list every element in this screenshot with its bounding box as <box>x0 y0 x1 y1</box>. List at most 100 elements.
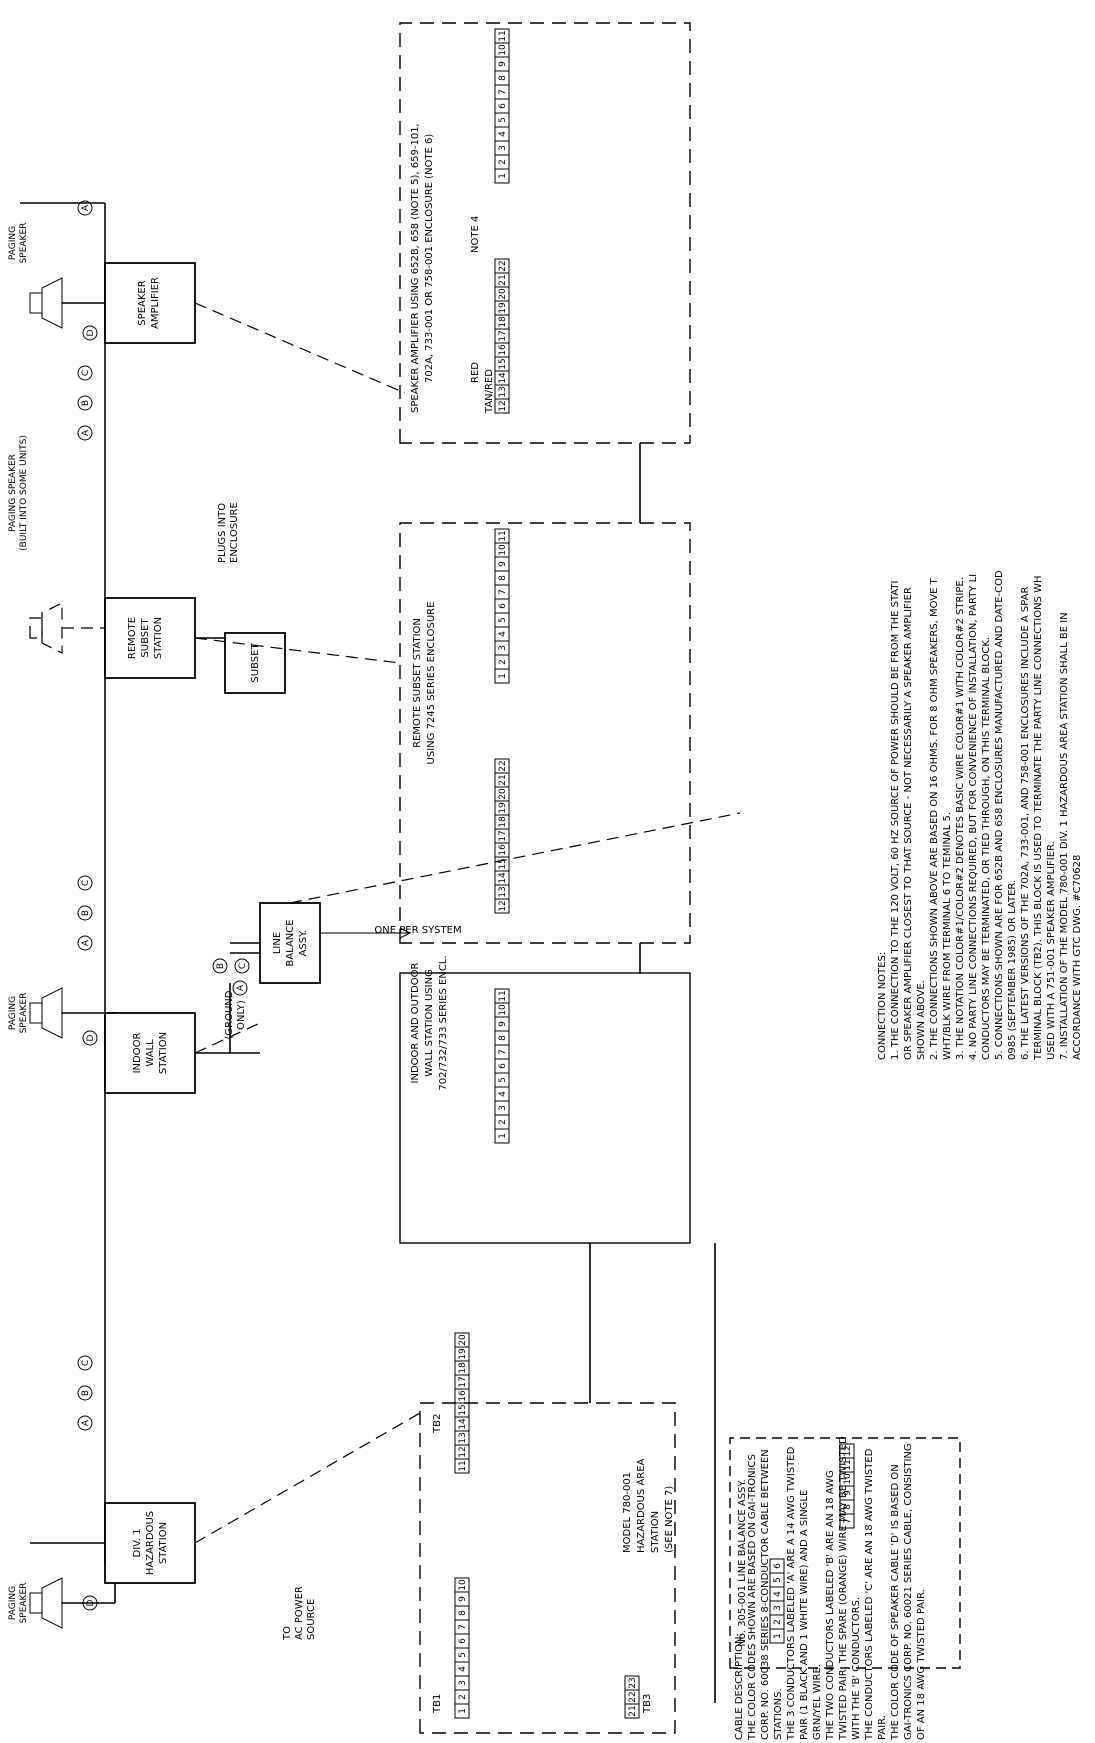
svg-text:PAGING: PAGING <box>8 1586 18 1620</box>
svg-text:AC POWER: AC POWER <box>294 1586 305 1640</box>
svg-text:HAZARDOUS AREA: HAZARDOUS AREA <box>636 1458 647 1553</box>
terminal-number: 18 <box>458 1362 468 1374</box>
svg-text:A: A <box>236 984 246 991</box>
svg-text:THE 3 CONDUCTORS LABELED 'A' A: THE 3 CONDUCTORS LABELED 'A' ARE A 14 AW… <box>786 1446 797 1741</box>
div1-hazardous-station: DIV. 1 HAZARDOUS STATION <box>30 1502 196 1584</box>
speaker-cable-label-d3: D <box>82 325 98 341</box>
svg-text:STATION: STATION <box>153 617 164 659</box>
svg-text:PAIR.: PAIR. <box>877 1715 888 1740</box>
terminal-number: 7 <box>458 1624 468 1630</box>
svg-text:ENCLOSURE: ENCLOSURE <box>229 502 240 563</box>
terminal-cell <box>769 1558 785 1574</box>
svg-text:SPEAKER AMPLIFIER USING 652B,: SPEAKER AMPLIFIER USING 652B, 658 (NOTE … <box>410 123 421 413</box>
svg-text:4. NO PARTY LINE CONNECTIONS: 4. NO PARTY LINE CONNECTIONS REQUIRED, B… <box>968 574 979 1060</box>
terminal-number: 11 <box>843 1459 853 1470</box>
terminal-number: 2 <box>458 1694 468 1700</box>
terminal-number: 15 <box>498 358 508 369</box>
svg-text:THE COLOR CODE OF SPEAKER CABL: THE COLOR CODE OF SPEAKER CABLE 'D' IS B… <box>890 1464 901 1741</box>
svg-text:REMOTE SUBSET STATION: REMOTE SUBSET STATION <box>412 618 423 748</box>
terminal-number: 11 <box>498 530 508 541</box>
svg-text:A: A <box>81 1419 91 1426</box>
svg-text:B: B <box>81 910 91 916</box>
terminal-number: 16 <box>498 344 508 356</box>
terminal-number: 9 <box>498 1021 508 1027</box>
svg-text:PLUGS INTO: PLUGS INTO <box>217 503 228 563</box>
speaker-amplifier: SPEAKER AMPLIFIER <box>104 262 196 344</box>
terminal-number: 3 <box>498 645 508 651</box>
terminal-number: 19 <box>498 802 508 814</box>
terminal-number: 10 <box>458 1579 468 1591</box>
svg-text:D: D <box>86 329 96 336</box>
terminal-number: 8 <box>843 1504 853 1510</box>
terminal-number: 4 <box>498 1091 508 1097</box>
svg-text:OF AN 18 AWG TWISTED PAIR.: OF AN 18 AWG TWISTED PAIR. <box>916 1589 927 1740</box>
terminal-number: 19 <box>458 1348 468 1360</box>
terminal-number: 20 <box>498 788 508 800</box>
speaker-cable-label-d2: D <box>82 1030 98 1046</box>
svg-text:NOTE 4: NOTE 4 <box>470 216 481 253</box>
svg-text:SPEAKER: SPEAKER <box>137 280 148 325</box>
enclosure-speaker-amplifier: SPEAKER AMPLIFIER USING 652B, 658 (NOTE … <box>399 22 691 444</box>
svg-text:702A, 733-001 OR 758-001 ENCLO: 702A, 733-001 OR 758-001 ENCLOSURE (NOTE… <box>424 134 435 383</box>
svg-text:REMOTE: REMOTE <box>127 617 138 659</box>
terminal-number: 14 <box>458 1418 468 1430</box>
terminal-number: 20 <box>458 1334 468 1346</box>
trunk-cable-labels: A B C A B C A B C A <box>77 200 93 1431</box>
svg-text:TAN/RED: TAN/RED <box>484 369 495 414</box>
svg-text:LINE: LINE <box>272 932 283 954</box>
svg-text:A: A <box>81 939 91 946</box>
terminal-number: 15 <box>458 1404 468 1415</box>
svg-text:SUBSET: SUBSET <box>140 618 151 658</box>
terminal-cell <box>454 1577 470 1593</box>
terminal-number: 4 <box>773 1591 783 1597</box>
terminal-number: 4 <box>458 1666 468 1672</box>
svg-text:MODEL 780-001: MODEL 780-001 <box>622 1472 633 1553</box>
terminal-number: 2 <box>773 1619 783 1625</box>
terminal-number: 3 <box>498 145 508 151</box>
cable-description: CABLE DESCRIPTION: THE COLOR CODES SHOWN… <box>734 1436 927 1741</box>
drawing-frame: A B C A B C A B C A DIV. 1 HAZARDOUS STA… <box>8 22 961 1734</box>
terminal-number: 22 <box>498 260 508 271</box>
svg-text:0985 (SEPTEMBER 1985) OR LATER: 0985 (SEPTEMBER 1985) OR LATER. <box>1007 880 1018 1060</box>
line-balance-assy: LINE BALANCE ASSY. B C A (GROUND ONLY) O… <box>195 902 462 1054</box>
terminal-number: 5 <box>498 1077 508 1083</box>
svg-text:SOURCE: SOURCE <box>306 1599 317 1640</box>
svg-text:2. THE CONNECTIONS SHOWN ABOV: 2. THE CONNECTIONS SHOWN ABOVE ARE BASED… <box>929 577 940 1060</box>
svg-text:STATIONS.: STATIONS. <box>773 1688 784 1740</box>
svg-text:PAGING SPEAKER: PAGING SPEAKER <box>8 454 18 532</box>
terminal-number: 18 <box>498 316 508 328</box>
terminal-number: 9 <box>498 61 508 67</box>
svg-text:B: B <box>81 400 91 406</box>
svg-text:TWISTED PAIR. THE SPARE (ORANG: TWISTED PAIR. THE SPARE (ORANGE) WIRE MA… <box>838 1436 849 1741</box>
terminal-number: 11 <box>498 990 508 1001</box>
svg-text:THE COLOR CODES SHOWN ARE BASE: THE COLOR CODES SHOWN ARE BASED ON GAI-T… <box>747 1454 758 1741</box>
svg-text:THE TWO CONDUCTORS LABELED 'B': THE TWO CONDUCTORS LABELED 'B' ARE AN 18… <box>825 1470 836 1741</box>
terminal-number: 7 <box>498 589 508 595</box>
svg-text:INDOOR: INDOOR <box>132 1033 143 1074</box>
svg-text:ONLY): ONLY) <box>236 1000 247 1030</box>
svg-text:USING 7245 SERIES ENCLOSURE: USING 7245 SERIES ENCLOSURE <box>426 602 437 765</box>
svg-text:3. THE NOTATION COLOR#1/COLOR: 3. THE NOTATION COLOR#1/COLOR#2 DENOTES … <box>955 577 966 1060</box>
svg-text:CORP. NO. 60038 SERIES 8-CONDU: CORP. NO. 60038 SERIES 8-CONDUCTOR CABLE… <box>760 1449 771 1740</box>
svg-text:SPEAKER: SPEAKER <box>19 223 29 264</box>
svg-text:OR SPEAKER AMPLIFIER CLOSEST T: OR SPEAKER AMPLIFIER CLOSEST TO THAT SOU… <box>903 587 914 1060</box>
svg-text:A: A <box>81 429 91 436</box>
terminal-cell <box>494 28 510 44</box>
svg-text:702/732/733 SERIES ENCL.: 702/732/733 SERIES ENCL. <box>438 955 449 1090</box>
terminal-number: 3 <box>498 1105 508 1111</box>
svg-text:(BUILT INTO SOME UNITS): (BUILT INTO SOME UNITS) <box>19 435 29 551</box>
terminal-number: 3 <box>773 1605 783 1611</box>
svg-text:C: C <box>81 880 91 886</box>
terminal-number: 1 <box>498 1133 508 1139</box>
svg-text:INDOOR AND OUTDOOR: INDOOR AND OUTDOOR <box>410 963 421 1084</box>
terminal-number: 18 <box>498 816 508 828</box>
svg-text:WITH THE 'B' CONDUCTORS.: WITH THE 'B' CONDUCTORS. <box>851 1597 862 1740</box>
terminal-number: 6 <box>498 603 508 609</box>
terminal-cell <box>494 988 510 1004</box>
svg-text:No. 305-001 LINE BALANCE ASSY.: No. 305-001 LINE BALANCE ASSY. <box>737 1479 748 1646</box>
